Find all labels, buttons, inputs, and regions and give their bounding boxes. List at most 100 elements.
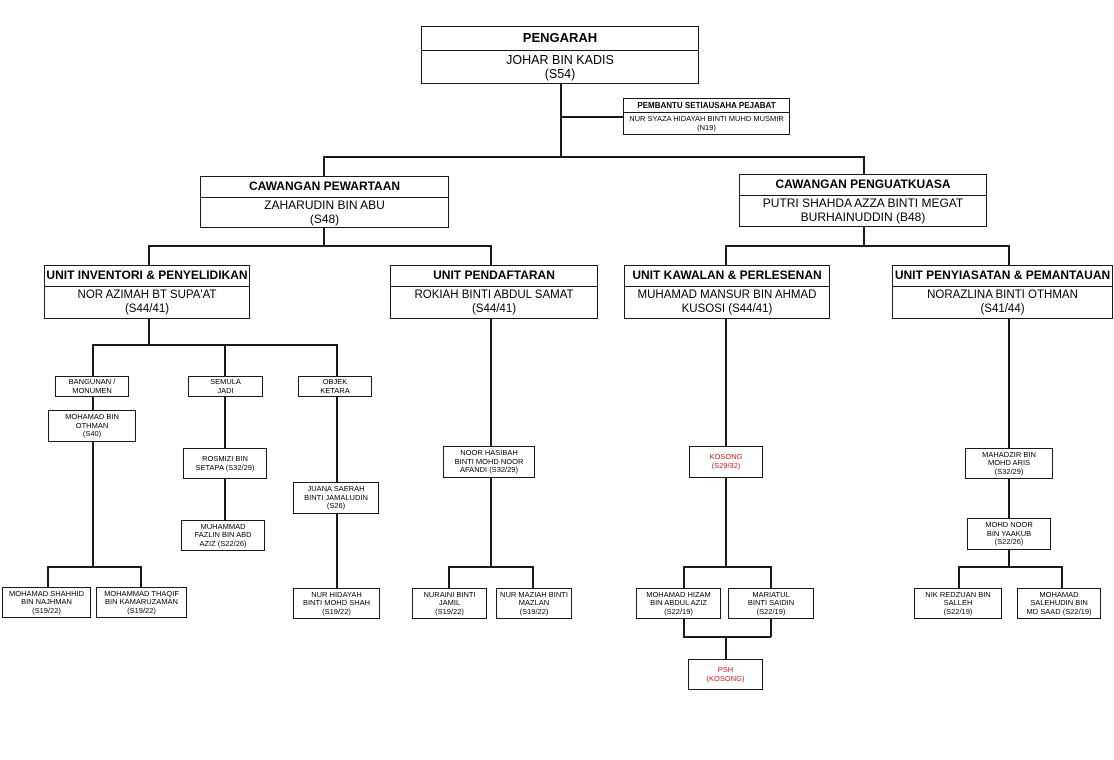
box-line: MOHAMAD BIN [65, 412, 119, 422]
penguatkuasa-name: PUTRI SHAHDA AZZA BINTI MEGAT [762, 196, 964, 211]
connector-line [863, 226, 865, 245]
box-line: NURAINI BINTI [423, 589, 476, 599]
connector-line [224, 396, 226, 448]
kawalan-title: UNIT KAWALAN & PERLESENAN [625, 266, 829, 287]
connector-line [725, 245, 727, 265]
box-line: BIN NAJHMAN [21, 597, 72, 607]
thaqif-box: MOHAMMAD THAQIF BIN KAMARUZAMAN (S19/22) [96, 587, 187, 618]
connector-line [725, 245, 1009, 247]
penguatkuasa-name-grade: BURHAINUDDIN (B48) [800, 210, 926, 224]
connector-line [323, 156, 864, 158]
redzuan-box: NIK REDZUAN BIN SALLEH (S22/19) [914, 588, 1002, 619]
box-line: BINTI MOHD NOOR [454, 456, 524, 466]
box-line: (S40) [82, 429, 102, 439]
connector-line [323, 227, 325, 245]
box-line: NUR HIDAYAH [311, 589, 362, 599]
box-line: MOHD ARIS [987, 458, 1031, 468]
semula-jadi-box: SEMULA JADI [188, 376, 263, 397]
box-line: JAMIL [438, 598, 461, 608]
connector-line [47, 566, 49, 587]
connector-line [47, 566, 141, 568]
box-line: MOHAMMAD THAQIF [104, 588, 179, 598]
penyiasatan-grade: (S41/44) [980, 302, 1025, 315]
connector-line [148, 318, 150, 344]
connector-line [448, 566, 533, 568]
connector-line [683, 636, 771, 638]
box-line: (S22/19) [664, 606, 693, 616]
connector-line [770, 618, 772, 637]
pengarah-box: PENGARAH JOHAR BIN KADIS (S54) [421, 26, 699, 84]
box-line: BINTI JAMALUDIN [304, 492, 368, 502]
pendaftaran-box: UNIT PENDAFTARAN ROKIAH BINTI ABDUL SAMA… [390, 265, 598, 319]
salehudin-box: MOHAMAD SALEHUDIN BIN MD SAAD (S22/19) [1017, 588, 1101, 619]
hasibah-box: NOOR HASIBAH BINTI MOHD NOOR AFANDI (S32… [443, 446, 535, 478]
box-line: FAZLIN BIN ABD [194, 530, 252, 540]
connector-line [92, 396, 94, 410]
inventori-title: UNIT INVENTORI & PENYELIDIKAN [45, 266, 249, 287]
penyiasatan-title: UNIT PENYIASATAN & PEMANTAUAN [893, 266, 1112, 287]
box-line: BINTI MOHD SHAH [302, 598, 371, 608]
box-line: MARIATUL [752, 589, 790, 599]
connector-line [725, 477, 727, 567]
connector-line [1008, 549, 1010, 567]
connector-line [92, 344, 94, 376]
connector-line [336, 396, 338, 482]
fazlin-box: MUHAMMAD FAZLIN BIN ABD AZIZ (S22/26) [181, 520, 265, 551]
pengarah-grade: (S54) [544, 67, 576, 81]
box-line: (S22/19) [943, 606, 973, 616]
connector-line [224, 478, 226, 520]
connector-line [323, 156, 325, 176]
box-line: (S19/22) [322, 606, 351, 616]
box-line: BINTI SAIDIN [747, 598, 795, 608]
connector-line [683, 618, 685, 637]
box-line: NOOR HASIBAH [460, 448, 518, 458]
connector-line [1008, 245, 1010, 265]
connector-line [140, 566, 142, 587]
box-line: OBJEK [322, 376, 348, 386]
connector-line [532, 566, 534, 588]
box-line: (S32/29) [994, 466, 1024, 476]
box-line: (S22/19) [756, 606, 786, 616]
pembantu-box: PEMBANTU SETIAUSAHA PEJABAT NUR SYAZA HI… [623, 98, 790, 135]
box-line: (S19/22) [127, 605, 156, 615]
pendaftaran-title: UNIT PENDAFTARAN [391, 266, 597, 287]
connector-line [224, 344, 226, 376]
pengarah-title: PENGARAH [422, 27, 698, 51]
penguatkuasa-box: CAWANGAN PENGUATKUASA PUTRI SHAHDA AZZA … [739, 174, 987, 227]
connector-line [92, 441, 94, 566]
box-line: (S22/26) [994, 537, 1024, 547]
nuraini-box: NURAINI BINTI JAMIL (S19/22) [412, 588, 487, 619]
pendaftaran-name: ROKIAH BINTI ABDUL SAMAT [414, 289, 574, 302]
connector-line [863, 156, 865, 174]
connector-line [490, 477, 492, 567]
pewartaan-grade: (S48) [309, 211, 340, 226]
maziah-box: NUR MAZIAH BINTI MAZLAN (S19/22) [496, 588, 572, 619]
box-line: MD SAAD (S22/19) [1026, 606, 1092, 616]
box-line: (KOSONG) [706, 673, 745, 683]
box-line: (S26) [326, 501, 346, 511]
connector-line [336, 344, 338, 376]
box-line: SALEHUDIN BIN [1030, 598, 1088, 608]
box-line: BIN KAMARUZAMAN [105, 597, 178, 607]
penyiasatan-name: NORAZLINA BINTI OTHMAN [927, 289, 1078, 302]
kawalan-name: MUHAMAD MANSUR BIN AHMAD [637, 289, 817, 302]
box-line: MAZLAN [518, 598, 550, 608]
box-line: (S19/22) [32, 605, 61, 615]
box-line: (S19/22) [435, 606, 464, 616]
box-line: BANGUNAN / [68, 376, 116, 386]
connector-line [560, 116, 624, 118]
connector-line [958, 566, 960, 588]
connector-line [448, 566, 450, 588]
box-line: SETAPA (S32/29) [195, 462, 255, 472]
pengarah-name: JOHAR BIN KADIS [506, 52, 614, 67]
box-line: (S19/22) [519, 606, 549, 616]
box-line: AFANDI (S32/29) [460, 465, 518, 475]
pendaftaran-grade: (S44/41) [471, 302, 517, 315]
box-line: OTHMAN [75, 420, 109, 430]
penyiasatan-box: UNIT PENYIASATAN & PEMANTAUAN NORAZLINA … [892, 265, 1113, 319]
connector-line [92, 344, 337, 346]
box-line: MOHAMAD [1039, 589, 1079, 599]
box-line: MOHAMAD HIZAM [646, 589, 711, 599]
box-line: SEMULA [210, 376, 241, 386]
connector-line [725, 636, 727, 659]
